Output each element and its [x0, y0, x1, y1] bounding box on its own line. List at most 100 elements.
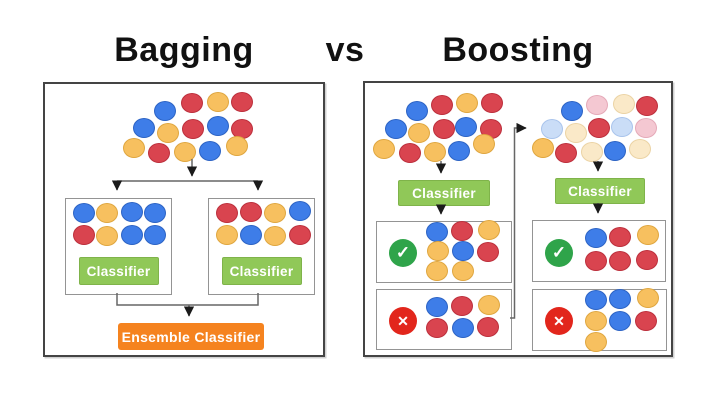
sample-dot-blue — [73, 203, 95, 223]
sample-dot-yellow — [585, 332, 607, 352]
bagging-classifier-1-chip: Classifier — [78, 257, 159, 285]
title-bagging: Bagging — [114, 31, 254, 69]
x-icon: ✕ — [389, 307, 417, 335]
boosting-round1-wrong-samples — [377, 290, 513, 351]
sample-dot-yellow — [96, 203, 118, 223]
bagging-subset-2-box: Classifier — [208, 198, 315, 295]
sample-dot-red — [609, 227, 631, 247]
sample-dot-blue — [199, 141, 221, 161]
sample-dot-red — [181, 93, 203, 113]
sample-dot-light_blue — [611, 117, 633, 137]
boosting-round2-wrong-box: ✕ — [532, 288, 668, 352]
sample-dot-blue — [385, 119, 407, 139]
sample-dot-yellow — [427, 241, 449, 261]
sample-dot-red — [240, 202, 262, 222]
sample-dot-yellow — [408, 123, 430, 143]
sample-dot-blue — [121, 202, 143, 222]
boosting-panel: Classifier Classifier ✓ ✕ ✓ ✕ — [363, 81, 673, 357]
sample-dot-red — [451, 296, 473, 316]
bagging-subset-1-box: Classifier — [65, 198, 172, 295]
sample-dot-yellow — [226, 136, 248, 156]
sample-dot-blue — [604, 141, 626, 161]
sample-dot-light_blue — [541, 119, 563, 139]
sample-dot-red — [477, 242, 499, 262]
sample-dot-blue — [585, 228, 607, 248]
x-glyph: ✕ — [397, 312, 409, 329]
sample-dot-light_yellow — [613, 94, 635, 114]
sample-dot-red — [216, 203, 238, 223]
sample-dot-yellow — [456, 93, 478, 113]
sample-dot-yellow — [452, 261, 474, 281]
check-glyph: ✓ — [395, 243, 411, 262]
sample-dot-red — [399, 143, 421, 163]
title-boosting: Boosting — [442, 31, 594, 69]
sample-dot-red — [426, 318, 448, 338]
sample-dot-yellow — [207, 92, 229, 112]
x-icon: ✕ — [545, 307, 573, 335]
ensemble-classifier-box: Ensemble Classifier — [118, 323, 264, 350]
boosting-round2-reweighted-dataset — [530, 94, 660, 164]
sample-dot-yellow — [532, 138, 554, 158]
bagging-subset-1-samples — [66, 199, 173, 259]
sample-dot-blue — [154, 101, 176, 121]
sample-dot-blue — [452, 241, 474, 261]
sample-dot-blue — [609, 289, 631, 309]
sample-dot-blue — [406, 101, 428, 121]
boosting-round1-correct-box: ✓ — [376, 220, 513, 284]
boosting-classifier-1-chip: Classifier — [398, 180, 490, 206]
sample-dot-light_yellow — [629, 139, 651, 159]
boosting-round1-dataset — [372, 93, 507, 164]
sample-dot-blue — [289, 201, 311, 221]
sample-dot-red — [433, 119, 455, 139]
sample-dot-red — [477, 317, 499, 337]
sample-dot-yellow — [264, 226, 286, 246]
sample-dot-blue — [207, 116, 229, 136]
sample-dot-red — [231, 92, 253, 112]
boosting-round2-wrong-samples — [533, 288, 668, 352]
sample-dot-blue — [609, 311, 631, 331]
sample-dot-red — [588, 118, 610, 138]
sample-dot-red — [289, 225, 311, 245]
sample-dot-red — [555, 143, 577, 163]
sample-dot-red — [182, 119, 204, 139]
sample-dot-red — [73, 225, 95, 245]
sample-dot-yellow — [264, 203, 286, 223]
sample-dot-blue — [144, 225, 166, 245]
sample-dot-blue — [455, 117, 477, 137]
bagging-panel: Classifier Classifier Ensemble Classifie… — [43, 82, 325, 357]
sample-dot-blue — [144, 203, 166, 223]
boosting-classifier-2-chip: Classifier — [555, 178, 645, 204]
sample-dot-blue — [133, 118, 155, 138]
sample-dot-yellow — [585, 311, 607, 331]
sample-dot-red — [585, 251, 607, 271]
bagging-classifier-2-label: Classifier — [229, 263, 294, 279]
bagging-subset-2-samples — [209, 199, 316, 259]
sample-dot-yellow — [426, 261, 448, 281]
sample-dot-yellow — [373, 139, 395, 159]
sample-dot-blue — [585, 290, 607, 310]
check-glyph: ✓ — [551, 243, 567, 262]
sample-dot-red — [635, 311, 657, 331]
sample-dot-blue — [426, 297, 448, 317]
sample-dot-red — [451, 221, 473, 241]
sample-dot-yellow — [96, 226, 118, 246]
sample-dot-red — [636, 96, 658, 116]
sample-dot-red — [609, 251, 631, 271]
sample-dot-yellow — [424, 142, 446, 162]
title-vs: vs — [325, 31, 365, 69]
boosting-classifier-2-label: Classifier — [568, 183, 632, 199]
sample-dot-light_pink — [635, 118, 657, 138]
sample-dot-blue — [240, 225, 262, 245]
boosting-classifier-1-label: Classifier — [412, 185, 476, 201]
sample-dot-blue — [561, 101, 583, 121]
sample-dot-red — [148, 143, 170, 163]
sample-dot-red — [431, 95, 453, 115]
sample-dot-blue — [452, 318, 474, 338]
sample-dot-yellow — [637, 288, 659, 308]
ensemble-classifier-label: Ensemble Classifier — [121, 328, 261, 345]
boosting-round1-correct-samples — [377, 220, 513, 284]
sample-dot-yellow — [473, 134, 495, 154]
boosting-round1-wrong-box: ✕ — [376, 289, 512, 350]
sample-dot-yellow — [478, 220, 500, 240]
